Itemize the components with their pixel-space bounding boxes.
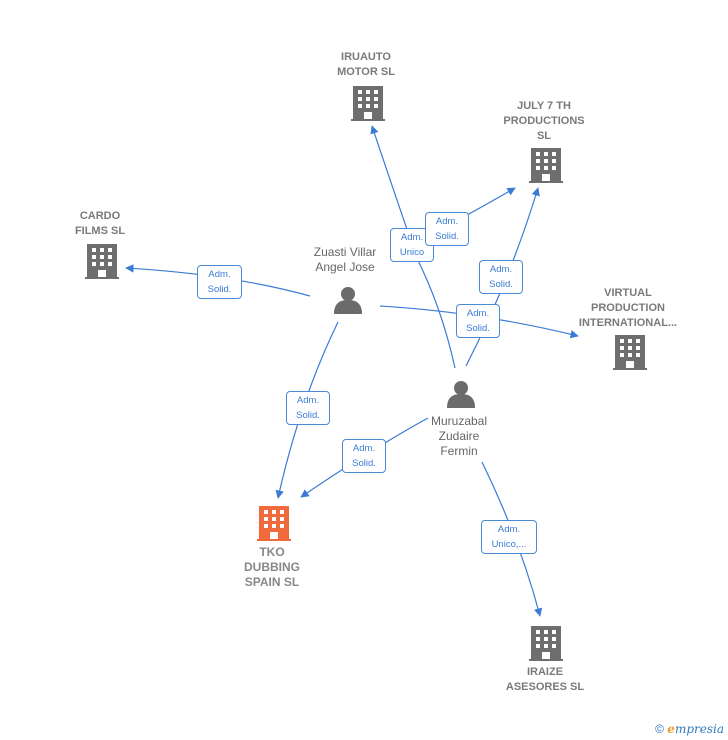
- person-icon-muruzabal[interactable]: [447, 381, 475, 408]
- role-box-zuasti-july7[interactable]: Adm. Solid.: [425, 212, 469, 246]
- company-label-july7[interactable]: JULY 7 TH PRODUCTIONS SL: [503, 100, 585, 142]
- edge-zuasti-iruauto: [370, 125, 411, 239]
- edge-muruzabal-iruauto: [409, 244, 456, 369]
- person-label-zuasti[interactable]: Zuasti Villar Angel Jose: [313, 245, 377, 274]
- company-label-tko[interactable]: TKO DUBBING SPAIN SL: [244, 545, 300, 589]
- role-box-muruzabal-tko[interactable]: Adm. Solid.: [342, 439, 386, 473]
- role-box-zuasti-tko[interactable]: Adm. Solid.: [286, 391, 330, 425]
- role-box-zuasti-virtual[interactable]: Adm. Solid.: [456, 304, 500, 338]
- role-box-muruzabal-july7[interactable]: Adm. Solid.: [479, 260, 523, 294]
- building-icon-iraize[interactable]: [529, 626, 563, 661]
- brand-initial: e: [667, 722, 675, 736]
- building-icon-iruauto[interactable]: [351, 86, 385, 121]
- brand-rest: mpresia: [674, 722, 724, 736]
- person-icon-zuasti[interactable]: [334, 287, 362, 314]
- company-label-cardo[interactable]: CARDO FILMS SL: [74, 210, 126, 237]
- building-icon-virtual[interactable]: [613, 335, 647, 370]
- role-box-muruzabal-iraize[interactable]: Adm. Unico,...: [481, 520, 537, 554]
- footer-brand[interactable]: © empresia: [655, 722, 724, 736]
- company-label-iruauto[interactable]: IRUAUTO MOTOR SL: [337, 51, 395, 78]
- building-icon-cardo[interactable]: [85, 244, 119, 279]
- role-box-zuasti-cardo[interactable]: Adm. Solid.: [197, 265, 242, 299]
- copyright-icon: ©: [655, 722, 664, 736]
- company-label-virtual[interactable]: VIRTUAL PRODUCTION INTERNATIONAL...: [578, 287, 678, 329]
- building-icon-july7[interactable]: [529, 148, 563, 183]
- brand-name: empresia: [667, 722, 724, 736]
- person-label-muruzabal[interactable]: Muruzabal Zudaire Fermin: [430, 414, 488, 458]
- company-label-iraize[interactable]: IRAIZE ASESORES SL: [505, 666, 585, 693]
- building-icon-tko[interactable]: [257, 506, 291, 541]
